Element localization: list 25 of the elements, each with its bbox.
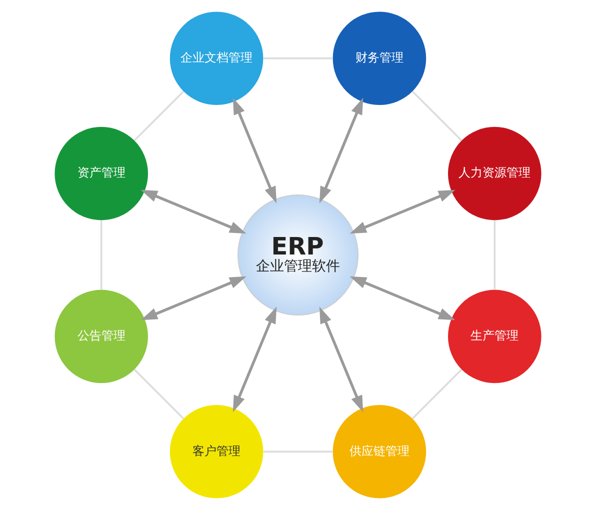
node-circle: 供应链管理	[332, 405, 426, 498]
node-circle: 人力资源管理	[448, 126, 542, 220]
connector	[134, 90, 184, 142]
arrow	[232, 98, 277, 204]
node-circle: 企业文档管理	[170, 12, 264, 105]
connector	[412, 90, 462, 142]
arrow	[232, 306, 277, 412]
arrow	[319, 306, 364, 412]
connector	[263, 450, 333, 453]
node-circle: 生产管理	[448, 290, 542, 384]
arrow	[350, 276, 456, 320]
node-circle: 资产管理	[54, 126, 148, 220]
connector	[100, 220, 102, 290]
arrow	[350, 190, 456, 234]
node-circle: 财务管理	[332, 12, 426, 105]
node-circle: ERP 企业管理软件	[237, 194, 359, 316]
connector	[494, 220, 496, 290]
connector	[412, 368, 462, 420]
arrow	[140, 276, 246, 320]
node-circle: 客户管理	[170, 405, 264, 498]
arrow	[140, 190, 246, 234]
arrow	[319, 98, 364, 204]
connector	[134, 368, 184, 420]
connector	[263, 57, 333, 60]
node-circle: 公告管理	[54, 290, 148, 384]
